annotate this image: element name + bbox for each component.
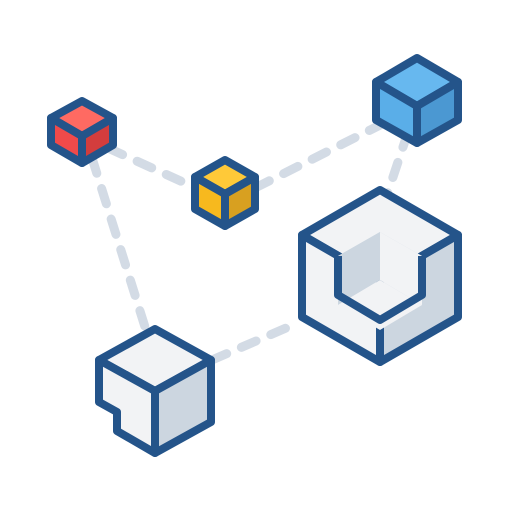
notched-cube-icon	[95, 325, 215, 457]
connector-yellow-blue	[250, 110, 405, 193]
connector-red-yellow	[103, 143, 201, 193]
hollow-cube-icon	[298, 186, 462, 366]
blue-cube-icon	[372, 54, 462, 147]
connector-red-notched	[87, 153, 161, 367]
red-cube-icon	[47, 97, 117, 167]
yellow-cube-icon	[191, 156, 259, 230]
connector-notched-hollow	[207, 317, 305, 365]
